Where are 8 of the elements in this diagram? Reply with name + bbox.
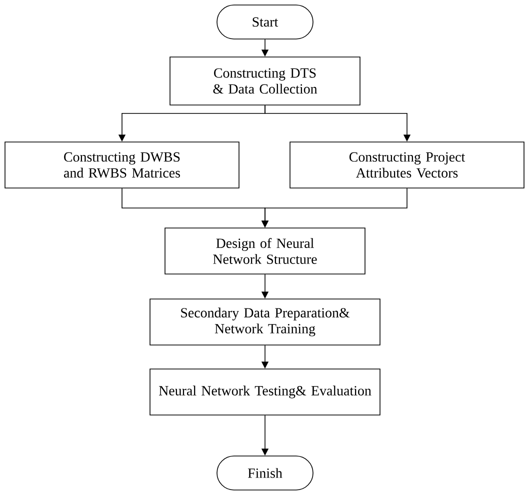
process-box: Neural Network Testing& Evaluation: [150, 368, 380, 416]
terminal-pill: Finish: [216, 456, 314, 490]
process-box: Constructing DTS & Data Collection: [170, 56, 360, 106]
process-box: Design of Neural Network Structure: [164, 228, 366, 274]
terminal-pill: Start: [216, 4, 314, 40]
process-box: Secondary Data Preparation& Network Training: [150, 298, 380, 346]
process-box: Constructing DWBS and RWBS Matrices: [4, 142, 240, 188]
process-box: Constructing Project Attributes Vectors: [290, 142, 524, 188]
